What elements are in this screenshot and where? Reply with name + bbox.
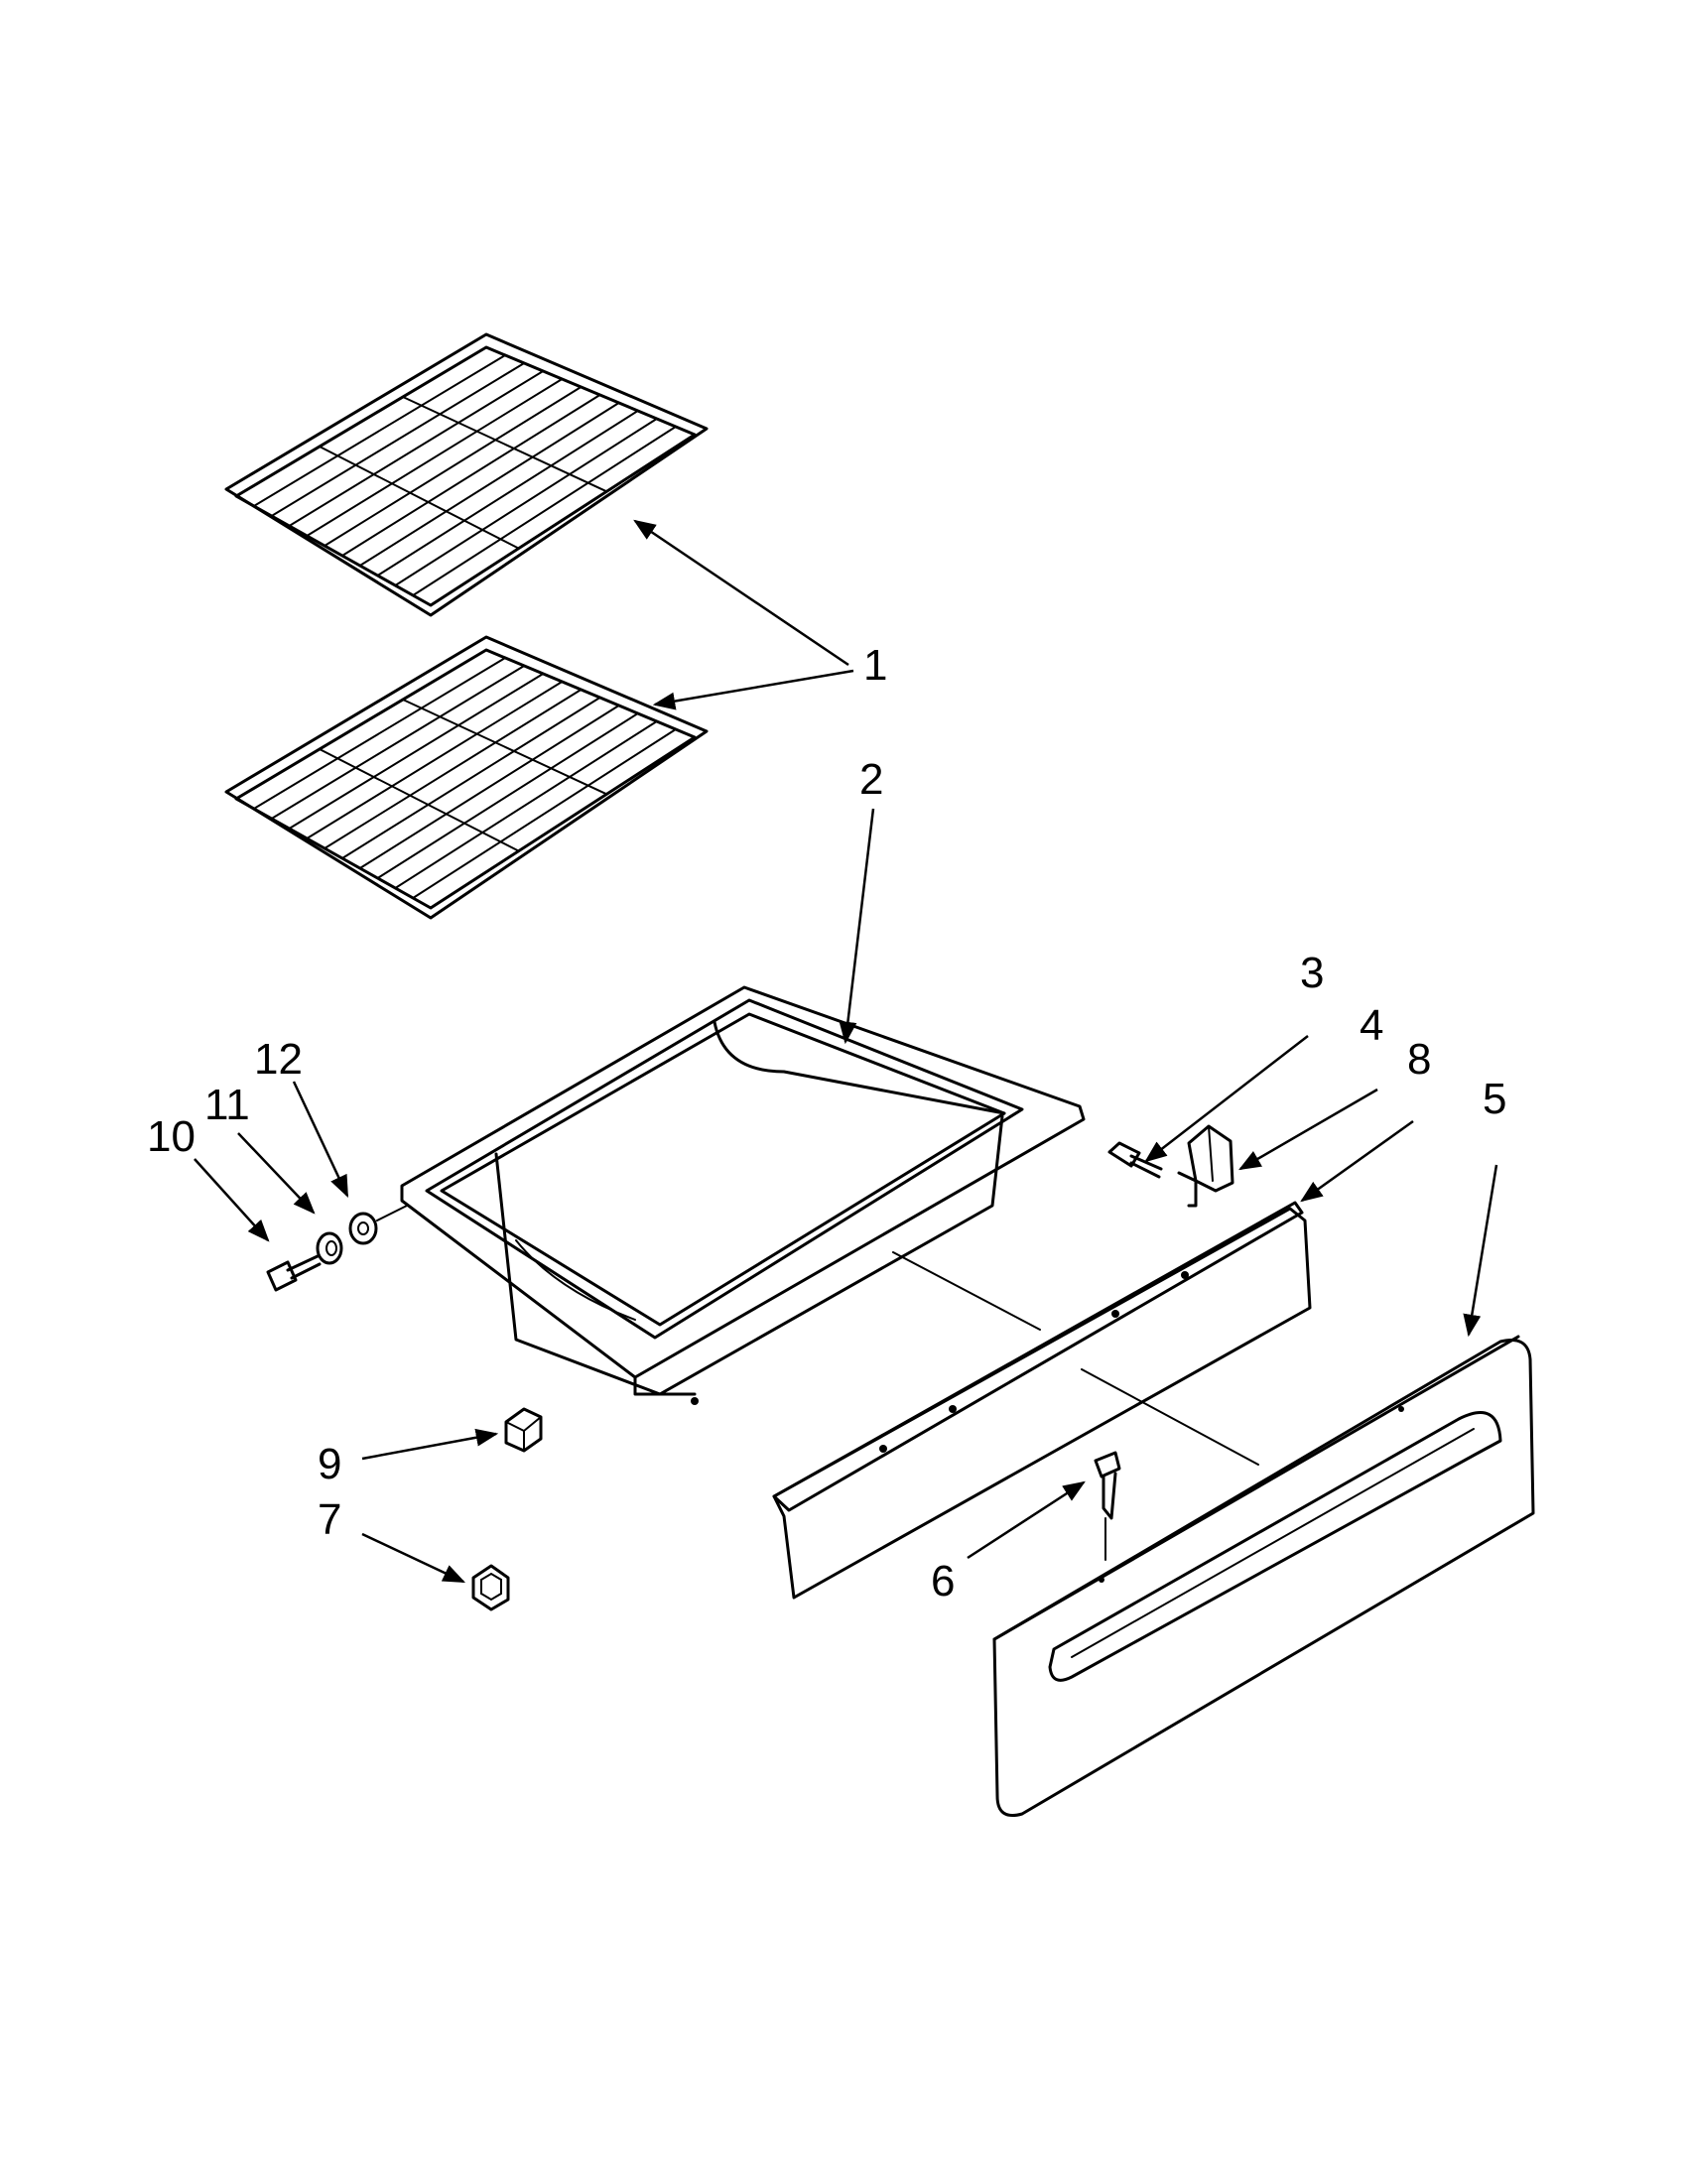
oven-rack-upper bbox=[224, 332, 709, 617]
roller-bolt-part-10 bbox=[266, 1254, 322, 1292]
callout-10: 10 bbox=[147, 1112, 195, 1161]
screw-part-6 bbox=[1094, 1451, 1121, 1520]
rack-wire bbox=[252, 657, 507, 810]
rack-wire bbox=[394, 720, 658, 889]
screw-part-3 bbox=[1107, 1141, 1163, 1179]
callout-4: 4 bbox=[1360, 1001, 1383, 1050]
guide-stop-part-9 bbox=[504, 1407, 543, 1453]
callout-2: 2 bbox=[859, 755, 883, 804]
callout-12: 12 bbox=[254, 1035, 303, 1084]
rack-wire bbox=[376, 712, 639, 879]
rack-crossbar bbox=[319, 446, 520, 550]
rack-wire bbox=[306, 378, 564, 537]
rack-wire bbox=[412, 426, 677, 596]
leader-lines bbox=[194, 519, 1498, 1584]
roller-washer-part-11 bbox=[316, 1231, 343, 1265]
rack-wire bbox=[412, 728, 677, 899]
rack-wire bbox=[252, 354, 507, 507]
oven-rack-lower bbox=[224, 635, 709, 920]
callout-7: 7 bbox=[318, 1495, 341, 1544]
callout-6: 6 bbox=[931, 1557, 955, 1606]
rack-wire bbox=[358, 402, 620, 567]
rack-wire bbox=[394, 418, 658, 586]
rack-wire bbox=[376, 410, 639, 577]
callout-8: 8 bbox=[1407, 1035, 1431, 1084]
rack-wire bbox=[358, 705, 620, 869]
rack-crossbar bbox=[319, 748, 520, 852]
drawer-front-panel bbox=[992, 1335, 1535, 1817]
rack-wire bbox=[288, 673, 545, 830]
rack-wire bbox=[340, 394, 601, 557]
rack-wire bbox=[270, 362, 526, 517]
drawer-glide-rail bbox=[772, 1201, 1312, 1600]
callout-5: 5 bbox=[1483, 1075, 1506, 1123]
assembly-lines bbox=[376, 1205, 1259, 1561]
bracket-part-4 bbox=[1177, 1124, 1234, 1208]
callout-numbers: 1 2 3 4 8 5 12 11 10 9 7 6 bbox=[147, 641, 1506, 1606]
callout-3: 3 bbox=[1300, 949, 1324, 997]
nut-part-7 bbox=[471, 1564, 510, 1611]
rack-wire bbox=[324, 689, 583, 849]
rack-crossbar bbox=[402, 396, 608, 493]
roller-nut-part-12 bbox=[348, 1212, 378, 1245]
callout-1: 1 bbox=[863, 641, 887, 690]
rack-crossbar bbox=[402, 699, 608, 796]
rack-wire bbox=[324, 386, 583, 547]
callout-9: 9 bbox=[318, 1440, 341, 1488]
rack-wire bbox=[288, 370, 545, 527]
rack-wire bbox=[306, 681, 564, 839]
rack-wire bbox=[340, 697, 601, 859]
drawer-pan bbox=[400, 985, 1086, 1405]
rack-wire bbox=[270, 665, 526, 820]
callout-11: 11 bbox=[204, 1081, 250, 1129]
